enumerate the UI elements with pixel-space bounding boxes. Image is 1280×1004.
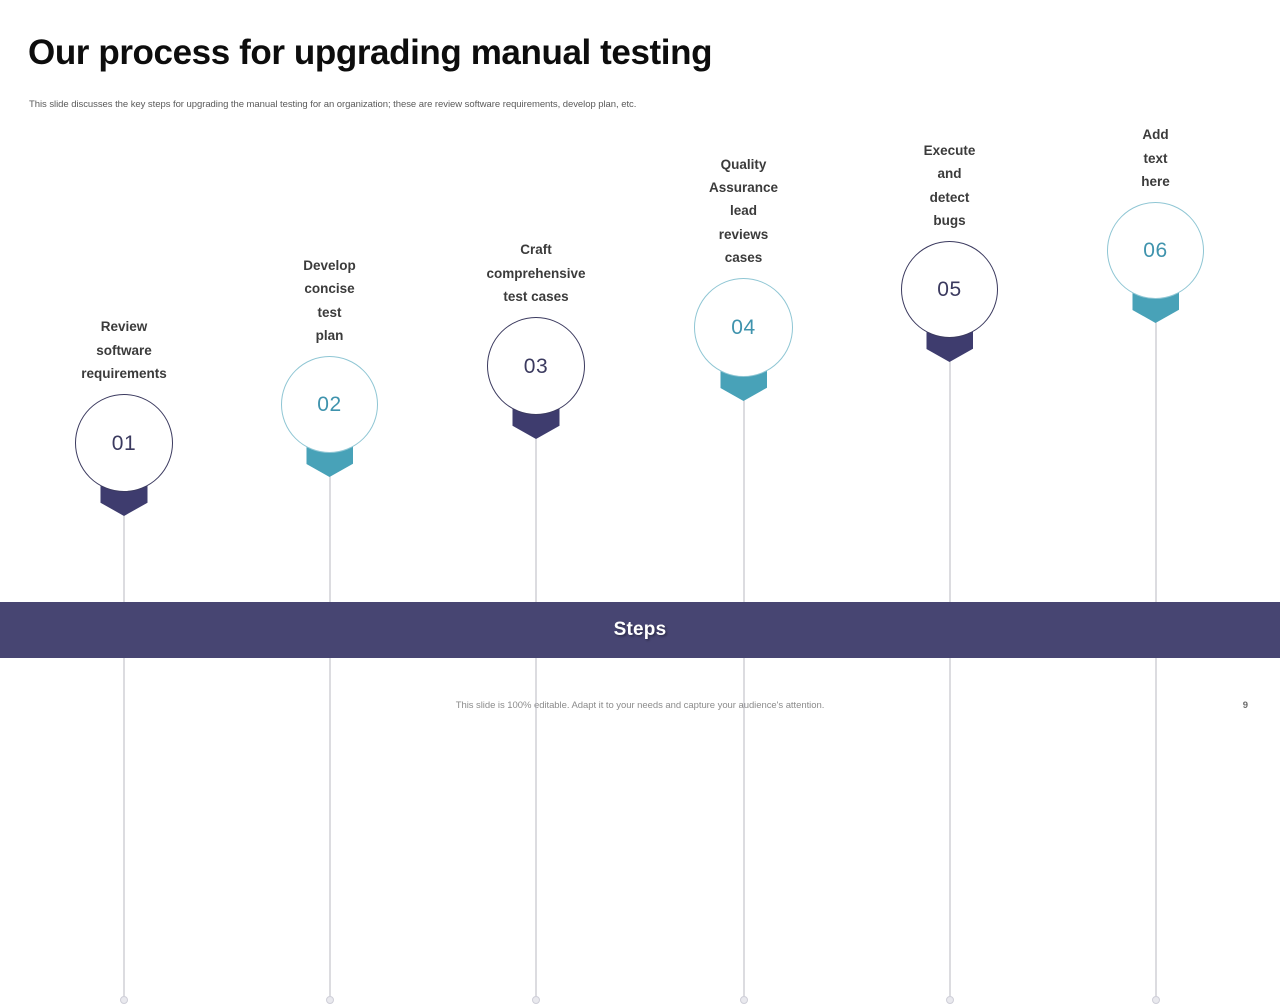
process-node-03-label: Craft comprehensive test cases <box>486 242 586 304</box>
slide-canvas: Our process for upgrading manual testing… <box>0 33 1280 1004</box>
process-node-04-connector-dot <box>739 996 748 1004</box>
process-node-02-connector-dot <box>325 996 334 1004</box>
footer-note: This slide is 100% editable. Adapt it to… <box>455 700 825 711</box>
process-node-02-label: Develop concise test plan <box>303 258 356 343</box>
process-node-05-connector-line <box>949 358 950 999</box>
process-node-01-number: 01 <box>111 431 137 455</box>
process-node-06[interactable]: Add text here 06 <box>1107 127 1204 1004</box>
process-node-03-connector-dot <box>532 996 540 1004</box>
page-subtitle: This slide discusses the key steps for u… <box>29 99 637 110</box>
process-node-06-connector-dot <box>1151 996 1160 1004</box>
page-title: Our process for upgrading manual testing <box>28 33 713 72</box>
process-node-05-circle[interactable]: 05 <box>901 241 998 338</box>
process-node-03-number: 03 <box>523 354 549 378</box>
process-node-02[interactable]: Develop concise test plan 02 <box>281 258 378 1004</box>
process-node-06-label: Add text here <box>1141 127 1170 189</box>
process-node-01[interactable]: Review software requirements 01 <box>75 319 173 1004</box>
process-node-01-circle[interactable]: 01 <box>75 394 173 492</box>
process-node-04-label: Quality Assurance lead reviews cases <box>708 156 779 265</box>
process-node-04-connector-line <box>743 397 744 999</box>
process-node-05[interactable]: Execute and detect bugs 05 <box>901 143 998 1004</box>
process-node-01-connector-line <box>123 512 125 999</box>
steps-bar: Steps <box>0 602 1280 658</box>
process-node-04-number: 04 <box>731 316 756 339</box>
process-node-02-number: 02 <box>317 393 342 416</box>
process-node-03-connector-line <box>535 435 537 999</box>
process-node-01-label: Review software requirements <box>81 319 167 381</box>
process-node-03[interactable]: Craft comprehensive test cases 03 <box>486 242 586 1004</box>
process-node-05-connector-dot <box>945 996 954 1004</box>
process-node-06-circle[interactable]: 06 <box>1107 202 1204 299</box>
process-node-03-circle[interactable]: 03 <box>487 317 585 415</box>
process-node-04[interactable]: Quality Assurance lead reviews cases 04 <box>694 157 793 1004</box>
steps-bar-label: Steps <box>613 619 667 640</box>
process-node-04-circle[interactable]: 04 <box>694 278 793 377</box>
process-node-05-number: 05 <box>937 278 962 301</box>
page-number: 9 <box>1242 700 1248 711</box>
process-node-05-label: Execute and detect bugs <box>923 143 976 228</box>
process-node-02-circle[interactable]: 02 <box>281 356 378 453</box>
process-node-02-connector-line <box>329 473 330 999</box>
process-node-06-connector-line <box>1155 319 1156 998</box>
process-node-01-connector-dot <box>120 996 128 1004</box>
process-node-06-number: 06 <box>1143 239 1168 262</box>
